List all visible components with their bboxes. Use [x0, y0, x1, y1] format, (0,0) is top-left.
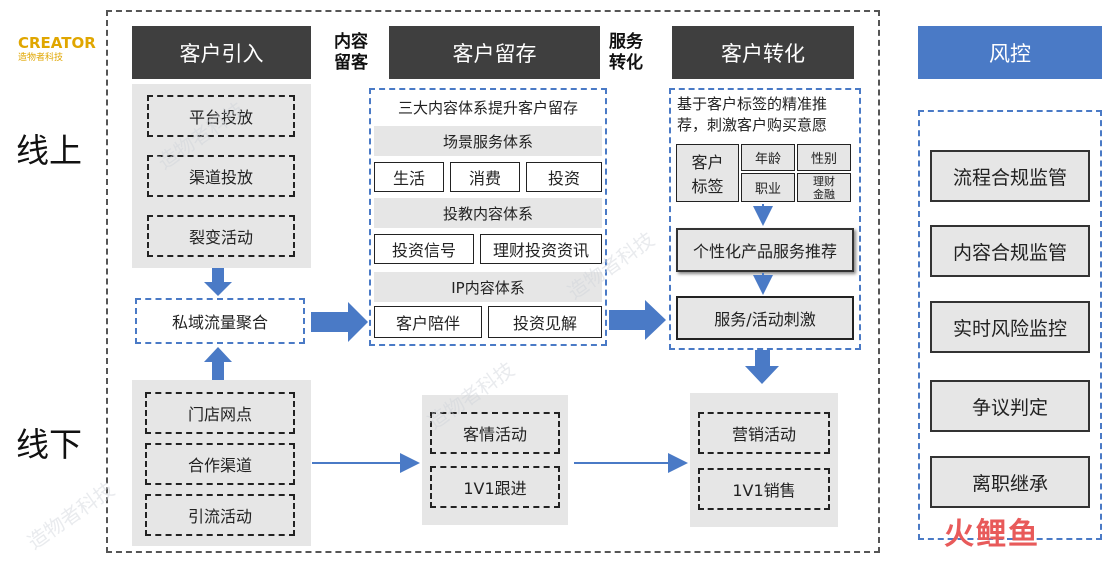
scene-item: 消费 [450, 162, 520, 192]
risk-item: 争议判定 [930, 380, 1090, 432]
ip-section-title: IP内容体系 [374, 272, 602, 302]
convert-offline-item: 营销活动 [698, 412, 830, 454]
private-domain-box: 私域流量聚合 [135, 298, 305, 344]
scene-item: 生活 [374, 162, 444, 192]
convert-title: 基于客户标签的精准推荐，刺激客户购买意愿 [677, 95, 828, 134]
tag-cell: 年龄 [741, 144, 795, 171]
creator-logo: CREATOR 造物者科技 [18, 34, 96, 64]
retain-offline-item: 客情活动 [430, 412, 560, 454]
edu-section-title: 投教内容体系 [374, 198, 602, 228]
tag-cell: 理财 金融 [797, 173, 851, 202]
acquire-online-item: 裂变活动 [147, 215, 295, 257]
risk-item: 内容合规监管 [930, 225, 1090, 277]
tag-cell: 性别 [797, 144, 851, 171]
retain-offline-item: 1V1跟进 [430, 466, 560, 508]
watermark: 造物者科技 [23, 477, 119, 555]
content-retain-label: 内容 留客 [334, 32, 378, 74]
convert-offline-item: 1V1销售 [698, 468, 830, 510]
convert-offline-panel [690, 393, 838, 527]
tag-cell-finance: 理财 金融 [813, 174, 835, 201]
service-convert-text: 服务 转化 [609, 32, 643, 73]
retain-online-panel [369, 88, 607, 346]
main-frame [106, 10, 880, 553]
edu-item: 投资信号 [374, 234, 474, 264]
recommend-box: 个性化产品服务推荐 [676, 228, 854, 272]
risk-item: 实时风险监控 [930, 301, 1090, 353]
logo-subtext: 造物者科技 [18, 53, 64, 63]
risk-panel [918, 110, 1102, 540]
logo-text: CREATOR [18, 34, 96, 52]
offline-label: 线下 [16, 425, 82, 464]
online-label: 线上 [16, 131, 82, 170]
brand-logo: 火鲤鱼 [944, 518, 1040, 552]
tag-label-text: 客户 标签 [691, 153, 724, 196]
ip-item: 客户陪伴 [374, 306, 482, 338]
risk-item: 离职继承 [930, 456, 1090, 508]
acquire-offline-item: 门店网点 [145, 392, 295, 434]
content-retain-text: 内容 留客 [334, 32, 368, 73]
acquire-online-item: 平台投放 [147, 95, 295, 137]
retain-offline-panel [422, 395, 568, 525]
header-convert: 客户转化 [672, 26, 854, 79]
header-retain: 客户留存 [389, 26, 600, 79]
scene-item: 投资 [526, 162, 602, 192]
ip-item: 投资见解 [488, 306, 602, 338]
edu-item: 理财投资资讯 [480, 234, 602, 264]
retain-title: 三大内容体系提升客户留存 [397, 98, 578, 117]
acquire-offline-item: 合作渠道 [145, 443, 295, 485]
header-acquire: 客户引入 [132, 26, 311, 79]
header-risk: 风控 [918, 26, 1102, 79]
brand-text: 火鲤鱼 [944, 517, 1040, 552]
acquire-offline-item: 引流活动 [145, 494, 295, 536]
acquire-online-panel [132, 84, 311, 268]
stimulate-box: 服务/活动刺激 [676, 296, 854, 340]
acquire-online-item: 渠道投放 [147, 155, 295, 197]
scene-section-title: 场景服务体系 [374, 126, 602, 156]
risk-item: 流程合规监管 [930, 150, 1090, 202]
tag-cell: 职业 [741, 173, 795, 202]
service-convert-label: 服务 转化 [609, 32, 653, 74]
tag-label-cell: 客户 标签 [676, 144, 739, 202]
convert-online-panel [669, 88, 861, 350]
acquire-offline-panel [132, 380, 311, 546]
